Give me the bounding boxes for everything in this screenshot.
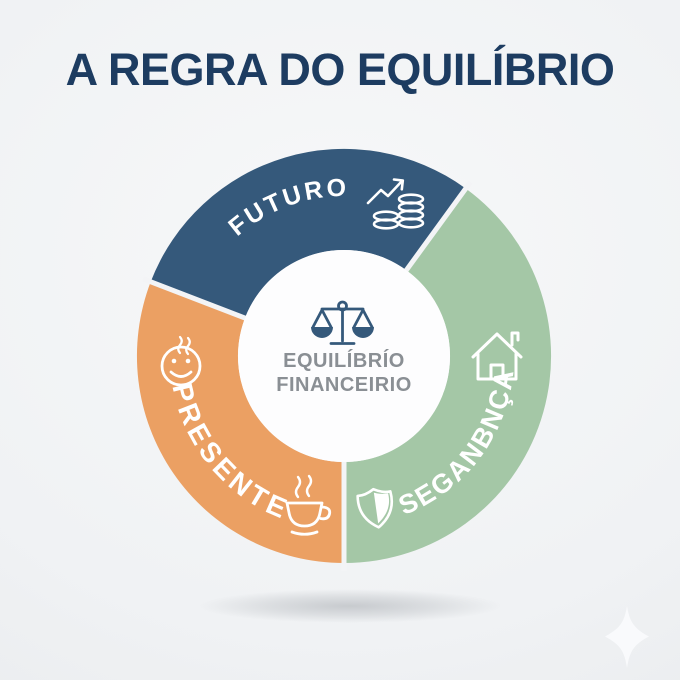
smiley-face-icon [160, 335, 202, 387]
ground-shadow [198, 589, 502, 623]
segment-presente [136, 281, 344, 564]
coffee-cup-icon [285, 474, 332, 536]
center-circle [238, 250, 450, 462]
center-label-line2: FINANCEIRIO [276, 374, 412, 396]
sparkle-icon [605, 606, 649, 668]
balance-scale-icon [311, 300, 374, 345]
house-icon [471, 331, 523, 381]
growth-chart-coins-icon [366, 178, 425, 230]
segment-futuro [150, 148, 466, 318]
center-label-line1: EQUILÍBRÍO [283, 349, 405, 372]
segment-separators [142, 180, 473, 571]
shield-icon [356, 487, 394, 529]
segment-seguranca [344, 188, 552, 564]
page-title: A REGRA DO EQUILÍBRIO [65, 44, 615, 95]
